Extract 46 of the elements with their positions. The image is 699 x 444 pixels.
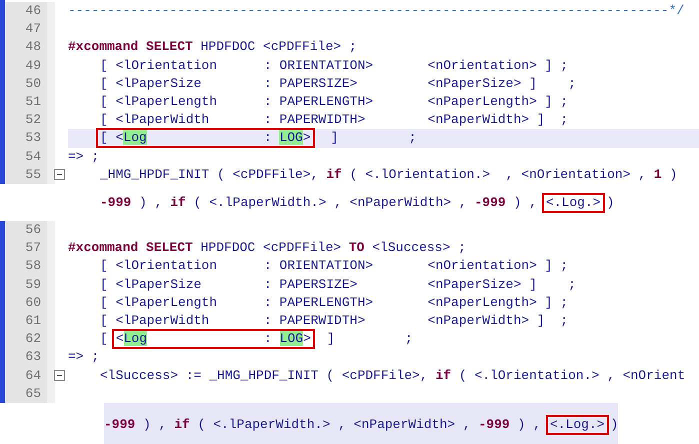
code-text: ] ; [326,332,413,346]
code-text: <lSuccess> := _HMG_HPDF_INIT ( <cPDFFile>, if ( <.lOrientation.> , <nOrient [100,368,686,383]
line-number: 61 [5,312,55,330]
code-text: [ <lPaperLength : PAPERLENGTH> <nPaperLength> ] ; [100,95,568,110]
code-text: => ; [68,150,100,164]
code-text: ) [610,418,618,432]
line-number: 65 [5,384,55,403]
code-text: #xcommand SELECT HPDFDOC <cPDFFile> TO <lSuccess> ; [68,241,466,256]
line-number: 57 [5,239,55,258]
code-text: [ <lPaperSize : PAPERSIZE> <nPaperSize> ] ; [100,278,576,292]
comment-line: -----------------------------------------------------------------------------*/ [68,4,684,18]
line-number: 55 [5,166,55,184]
code-text: [ [100,332,108,346]
code-text: -999 ) , if ( <.lPaperWidth.> , <nPaperWidth> , -999 ) , [100,196,537,210]
line-number: 63 [5,348,55,367]
line-number: 58 [5,257,55,276]
code-text: ] ; [330,131,416,146]
code-text: #xcommand SELECT HPDFDOC <cPDFFile> ; [68,40,357,54]
code-text: _HMG_HPDF_INIT ( <cPDFFile>, if ( <.lOrientation.> , <nOrientation> , 1 ) [100,168,678,182]
line-number: 54 [5,148,55,166]
line-number: 51 [5,93,55,112]
line-number: 52 [5,111,55,130]
line-number: 46 [5,2,55,20]
line-number: 53 [5,129,55,148]
line-number: 47 [5,20,55,38]
line-number: 56 [5,221,55,240]
highlight-box: <.Log.> [546,415,609,435]
line-number: 64 [5,366,55,385]
code-text: [ <lPaperWidth : PAPERWIDTH> <nPaperWidth> ] ; [100,314,568,328]
code-text: [ <lPaperLength : PAPERLENGTH> <nPaperLength> ] ; [100,296,568,310]
code-text: [ <lOrientation : ORIENTATION> <nOrientation> ] ; [100,259,568,274]
highlight-box: <Log : LOG> [112,329,315,350]
line-number: 50 [5,74,55,93]
line-number: 62 [5,330,55,348]
highlight-box: <.Log.> [542,192,605,212]
line-number: 48 [5,38,55,57]
code-text: ) [606,196,614,210]
code-text: [ <lPaperSize : PAPERSIZE> <nPaperSize> ] ; [100,76,576,91]
code-text: [ <lPaperWidth : PAPERWIDTH> <nPaperWidth> ] ; [100,113,568,128]
line-number: 60 [5,294,55,312]
line-number: 59 [5,276,55,294]
code-text: -999 ) , if ( <.lPaperWidth.> , <nPaperWidth> , -999 ) , [104,418,541,432]
code-text: [ <lOrientation : ORIENTATION> <nOrientation> ] ; [100,58,568,73]
line-number: 49 [5,56,55,75]
code-text: => ; [68,350,100,364]
highlight-box: [ <Log : LOG> [96,128,315,148]
